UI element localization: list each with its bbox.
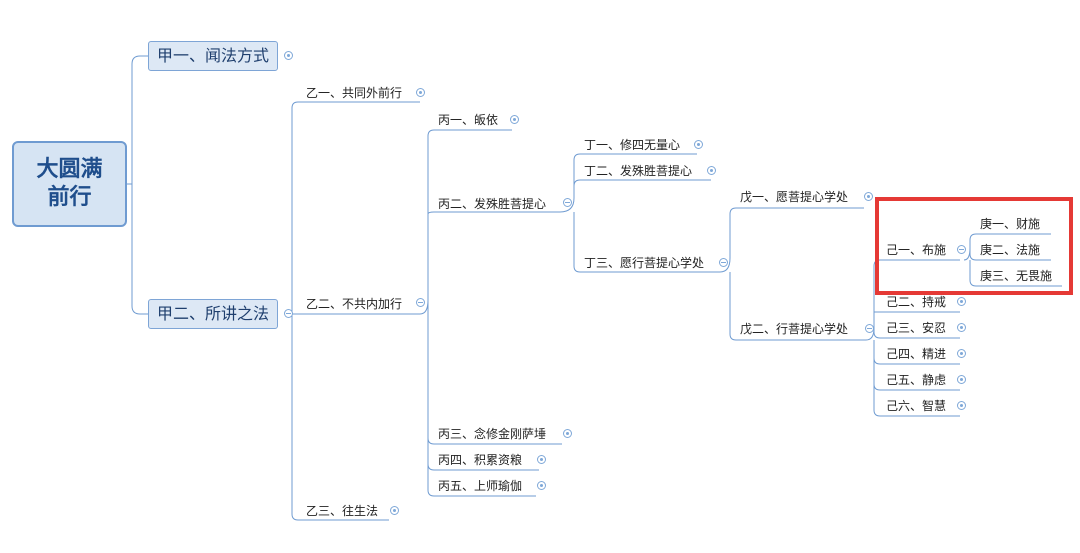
expand-toggle-icon[interactable] [719,258,728,267]
root-label-line1: 大圆满 [36,157,103,182]
collapse-toggle-icon[interactable] [957,375,966,384]
node-ji2[interactable]: 己二、持戒 [886,295,947,309]
node-ding3[interactable]: 丁三、愿行菩提心学处 [584,256,705,270]
expand-toggle-icon[interactable] [957,245,966,254]
collapse-toggle-icon[interactable] [563,429,572,438]
node-ji5[interactable]: 己五、静虑 [886,373,947,387]
collapse-toggle-icon[interactable] [537,481,546,490]
collapse-toggle-icon[interactable] [957,349,966,358]
connector-jia2-yi1 [285,101,420,315]
node-yi1[interactable]: 乙一、共同外前行 [306,86,403,100]
connector-root-jia2 [131,184,148,315]
connector-ji1-geng3 [969,260,1062,287]
collapse-toggle-icon[interactable] [537,455,546,464]
connector-yi2-bing3 [427,300,562,445]
expand-toggle-icon[interactable] [563,198,572,207]
collapse-toggle-icon[interactable] [284,51,293,60]
root-label-line2: 前行 [47,185,92,210]
connector-wu2-ji2 [873,311,960,328]
connector-yi2-bing1 [419,129,512,315]
node-ji6[interactable]: 己六、智慧 [886,399,947,413]
collapse-toggle-icon[interactable] [957,323,966,332]
connector-ding3-wu1 [719,207,864,273]
collapse-toggle-icon[interactable] [510,115,519,124]
node-geng2[interactable]: 庚二、法施 [980,243,1041,257]
connector-ding3-wu2 [729,272,866,341]
node-wu1[interactable]: 戊一、愿菩提心学处 [740,190,849,204]
node-yi2[interactable]: 乙二、不共内加行 [306,297,403,311]
connector-bing2-ding1 [559,153,697,213]
collapse-toggle-icon[interactable] [957,401,966,410]
collapse-toggle-icon[interactable] [694,140,703,149]
connector-bing2-ding3 [573,212,720,273]
root-node[interactable]: 大圆满 前行 [12,141,127,227]
collapse-toggle-icon[interactable] [416,88,425,97]
collapse-toggle-icon[interactable] [707,166,716,175]
connector-wu2-ji3 [873,328,960,339]
connector-ji1-geng2 [969,248,1051,261]
node-geng3[interactable]: 庚三、无畏施 [980,269,1053,283]
node-bing5[interactable]: 丙五、上师瑜伽 [438,479,523,493]
connector-jia2-yi3 [291,314,389,521]
node-ji4[interactable]: 己四、精进 [886,347,947,361]
connector-wu2-ji6 [873,384,960,417]
connector-yi2-bing5 [427,464,536,497]
collapse-toggle-icon[interactable] [864,192,873,201]
connector-yi2-bing2 [427,211,560,215]
node-bing3[interactable]: 丙三、念修金刚萨埵 [438,427,547,441]
node-wu2[interactable]: 戊二、行菩提心学处 [740,322,849,336]
node-ji3[interactable]: 己三、安忍 [886,321,947,335]
expand-toggle-icon[interactable] [865,324,874,333]
node-ding2[interactable]: 丁二、发殊胜菩提心 [584,164,693,178]
connector-ji1-geng1 [963,233,1051,261]
connector-root-jia1 [127,55,148,185]
node-ji1[interactable]: 己一、布施 [886,243,947,257]
expand-toggle-icon[interactable] [284,309,293,318]
node-geng1[interactable]: 庚一、财施 [980,217,1041,231]
node-ding1[interactable]: 丁一、修四无量心 [584,138,681,152]
collapse-toggle-icon[interactable] [390,506,399,515]
expand-toggle-icon[interactable] [416,298,425,307]
node-bing2[interactable]: 丙二、发殊胜菩提心 [438,197,547,211]
node-bing1[interactable]: 丙一、皈依 [438,113,499,127]
node-jia2[interactable]: 甲二、所讲之法 [148,299,279,329]
collapse-toggle-icon[interactable] [957,297,966,306]
connector-bing2-ding2 [573,179,711,198]
node-yi3[interactable]: 乙三、往生法 [306,504,379,518]
node-jia1[interactable]: 甲一、闻法方式 [148,41,279,71]
highlight-box [875,197,1073,295]
node-bing4[interactable]: 丙四、积累资粮 [438,453,523,467]
